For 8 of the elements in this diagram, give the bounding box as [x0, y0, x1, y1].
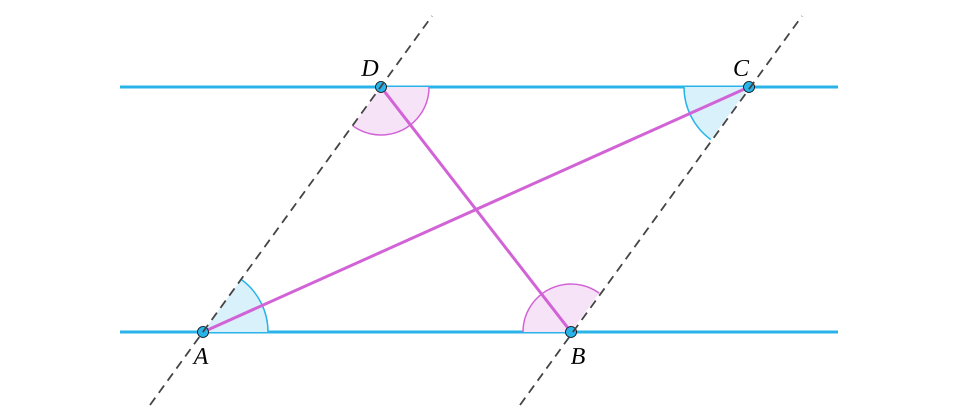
- line: [383, 90, 569, 328]
- line: [208, 88, 744, 331]
- point-label: D: [361, 60, 378, 76]
- dashed-line: [149, 15, 433, 406]
- point-label: C: [734, 60, 750, 76]
- dashed-line: [519, 15, 803, 406]
- point-label: A: [192, 348, 208, 364]
- point-label: B: [570, 348, 585, 364]
